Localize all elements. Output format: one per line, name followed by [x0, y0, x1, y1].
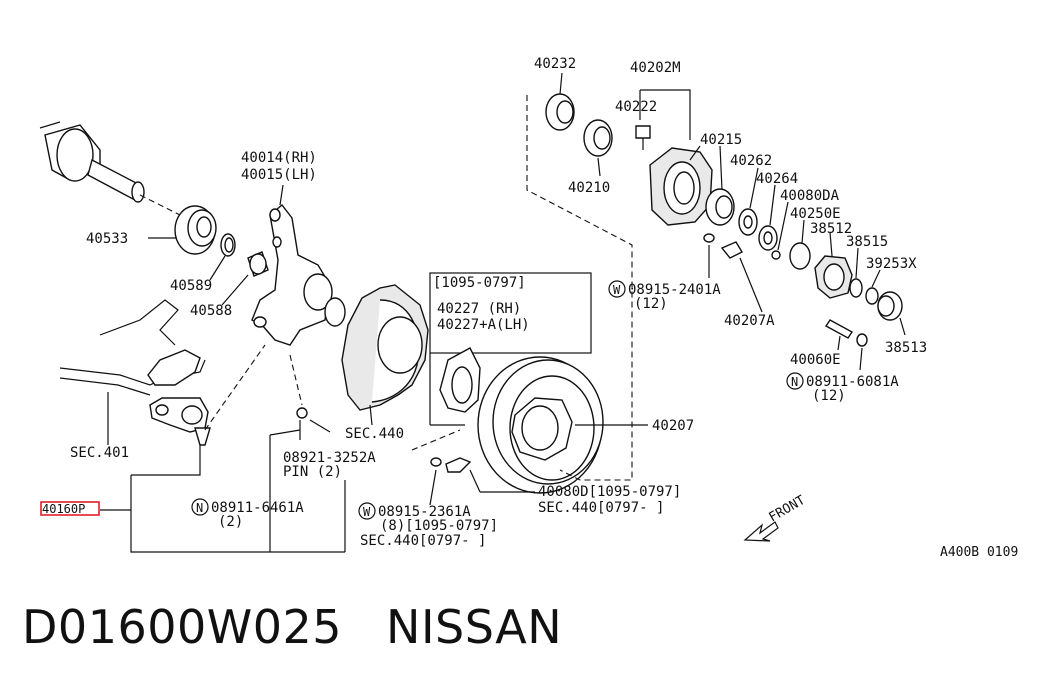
axle-hub: [649, 147, 713, 226]
lock-washer-40264: [758, 225, 778, 251]
label-40014: 40014(RH): [241, 150, 317, 166]
label-40227: 40227 (RH): [437, 301, 521, 317]
label-08915-2361a-qty: (8)[1095-0797]: [380, 518, 498, 534]
drawing-reference: A400B 0109: [940, 545, 1018, 560]
label-40262: 40262: [730, 153, 772, 169]
label-40222: 40222: [615, 99, 657, 115]
front-arrow: [743, 521, 779, 542]
label-40207: 40207: [652, 418, 694, 434]
footer-caption: D01600W025 NISSAN: [22, 600, 562, 654]
label-40232: 40232: [534, 56, 576, 72]
snap-ring-38515: [849, 278, 863, 298]
label-40533: 40533: [86, 231, 128, 247]
circle-w-label-1: W: [613, 283, 621, 297]
circle-n-label-2: N: [196, 501, 203, 515]
label-40264: 40264: [756, 171, 798, 187]
footer-part-number: D01600W025: [22, 600, 343, 654]
dust-cover-bracket: [439, 347, 481, 413]
steering-knuckle: [251, 203, 346, 346]
pin-08921: [296, 407, 331, 433]
label-40588: 40588: [190, 303, 232, 319]
ring-39253x: [865, 287, 879, 305]
circle-n-label-1: N: [791, 375, 798, 389]
label-08911-6461a: 08911-6461A: [211, 500, 304, 516]
label-40250e: 40250E: [790, 206, 841, 222]
label-pin-qty: PIN (2): [283, 464, 342, 480]
label-40160p: 40160P: [42, 502, 85, 516]
rotor-bolt: [430, 457, 472, 473]
label-40207a: 40207A: [724, 313, 775, 329]
label-38515: 38515: [846, 234, 888, 250]
oring-40250e: [789, 242, 811, 270]
label-40202m: 40202M: [630, 60, 681, 76]
label-40210: 40210: [568, 180, 610, 196]
label-sec440-c: SEC.440[0797- ]: [538, 500, 664, 516]
label-38512: 38512: [810, 221, 852, 237]
hub-bolt-40222: [635, 125, 651, 150]
screw-40080da: [771, 250, 781, 260]
hub-lock-38512: [814, 255, 853, 299]
bolt-40207a: [703, 233, 743, 259]
washer-40262: [738, 208, 758, 236]
cap-38513: [877, 291, 903, 321]
bushing-40588: [247, 251, 269, 277]
label-40015: 40015(LH): [241, 167, 317, 183]
lower-arm: [59, 299, 211, 446]
seal-40589: [220, 233, 236, 257]
bearing-40210: [583, 119, 613, 157]
label-sec440-b: SEC.440[0797- ]: [360, 533, 486, 549]
label-08921-3252a: 08921-3252A: [283, 450, 376, 466]
label-40080d: 40080D[1095-0797]: [538, 484, 681, 500]
label-08915-2401a-qty: (12): [634, 296, 668, 312]
label-40227a: 40227+A(LH): [437, 317, 530, 333]
label-08911-6081a-qty: (12): [812, 388, 846, 404]
circle-w-label-2: W: [363, 505, 371, 519]
footer-brand: NISSAN: [386, 600, 563, 654]
disc-rotor: [477, 356, 604, 494]
highlight-box: [40, 501, 100, 516]
bearing-40533: [174, 205, 217, 255]
label-08911-6081a: 08911-6081A: [806, 374, 899, 390]
seal-40232: [545, 93, 575, 131]
label-08911-6461a-qty: (2): [218, 514, 243, 530]
label-08915-2361a: 08915-2361A: [378, 504, 471, 520]
front-label: FRONT: [767, 493, 809, 526]
label-40589: 40589: [170, 278, 212, 294]
label-range-1095: [1095-0797]: [433, 275, 526, 291]
label-40080da: 40080DA: [780, 188, 840, 204]
label-sec440-a: SEC.440: [345, 426, 404, 442]
label-08915-2401a: 08915-2401A: [628, 282, 721, 298]
label-40215: 40215: [700, 132, 742, 148]
stud-40060e: [824, 319, 868, 347]
label-38513: 38513: [885, 340, 927, 356]
label-sec401: SEC.401: [70, 445, 129, 461]
backing-plate: [341, 284, 429, 411]
label-39253x: 39253X: [866, 256, 917, 272]
bearing-40215: [705, 188, 735, 226]
label-40060e: 40060E: [790, 352, 841, 368]
drive-shaft: [39, 121, 145, 203]
